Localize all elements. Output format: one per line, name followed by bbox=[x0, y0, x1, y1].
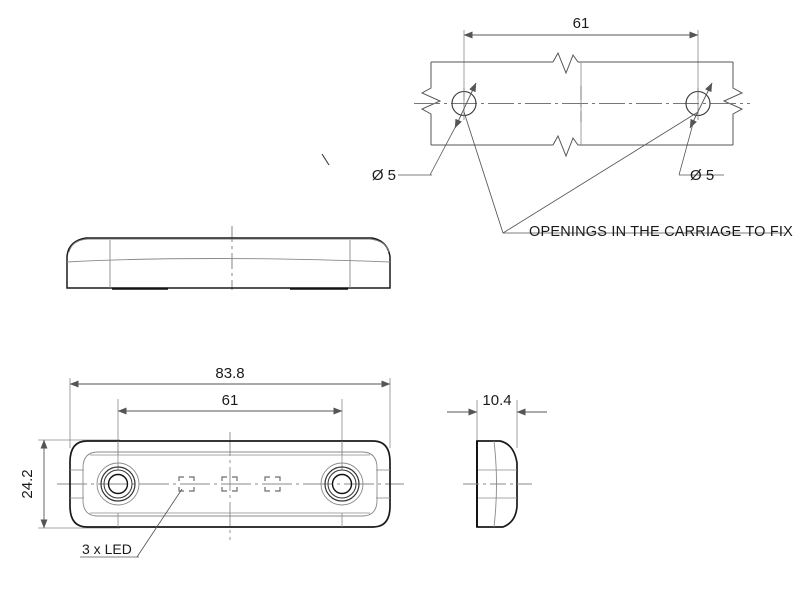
plan-mounting-boss-left bbox=[96, 462, 140, 506]
elevation-parting-line bbox=[66, 258, 391, 263]
dim-label-hole-dia-left: Ø 5 bbox=[372, 167, 396, 184]
carriage-plate-outline bbox=[420, 51, 744, 158]
dim-overall-thickness: 10.4 bbox=[447, 392, 547, 416]
led-note-leader bbox=[80, 488, 183, 558]
plan-lens-outline bbox=[82, 451, 378, 517]
dim-mounting-pitch-plan: 61 bbox=[117, 392, 343, 415]
plan-body-outline bbox=[69, 440, 391, 528]
carriage-note-label: OPENINGS IN THE CARRIAGE TO FIX bbox=[529, 224, 793, 240]
elevation-lens-edge bbox=[68, 238, 390, 253]
front-elevation-view bbox=[66, 226, 391, 290]
dia-leader-right: Ø 5 bbox=[678, 82, 724, 184]
dim-label-61-plan: 61 bbox=[222, 392, 239, 409]
dim-label-83-8: 83.8 bbox=[215, 365, 244, 382]
led-marker-1 bbox=[178, 476, 195, 492]
carriage-note-leaders bbox=[463, 111, 785, 234]
dim-label-10-4: 10.4 bbox=[482, 392, 511, 409]
carriage-opening-view: 61 bbox=[372, 15, 793, 240]
dim-overall-width: 24.2 bbox=[19, 439, 48, 529]
plan-view: 83.8 61 24.2 bbox=[19, 365, 404, 558]
led-marker-2 bbox=[221, 476, 238, 492]
plan-end-facets bbox=[70, 469, 390, 499]
side-body-outline bbox=[476, 440, 518, 528]
dim-label-61-top: 61 bbox=[573, 15, 590, 32]
elevation-body-outline bbox=[66, 237, 391, 289]
stray-tick-mark bbox=[321, 153, 330, 166]
side-view: 10.4 bbox=[447, 392, 547, 528]
dim-label-hole-dia-right: Ø 5 bbox=[690, 167, 714, 184]
dim-label-24-2: 24.2 bbox=[19, 469, 36, 498]
plan-mounting-boss-right bbox=[320, 462, 364, 506]
led-markers bbox=[178, 476, 281, 492]
led-marker-3 bbox=[264, 476, 281, 492]
dia-leader-left: Ø 5 bbox=[372, 82, 477, 184]
side-facet-lines bbox=[477, 469, 517, 499]
led-note-label: 3 x LED bbox=[82, 541, 132, 557]
dim-overall-length: 83.8 bbox=[69, 365, 391, 388]
